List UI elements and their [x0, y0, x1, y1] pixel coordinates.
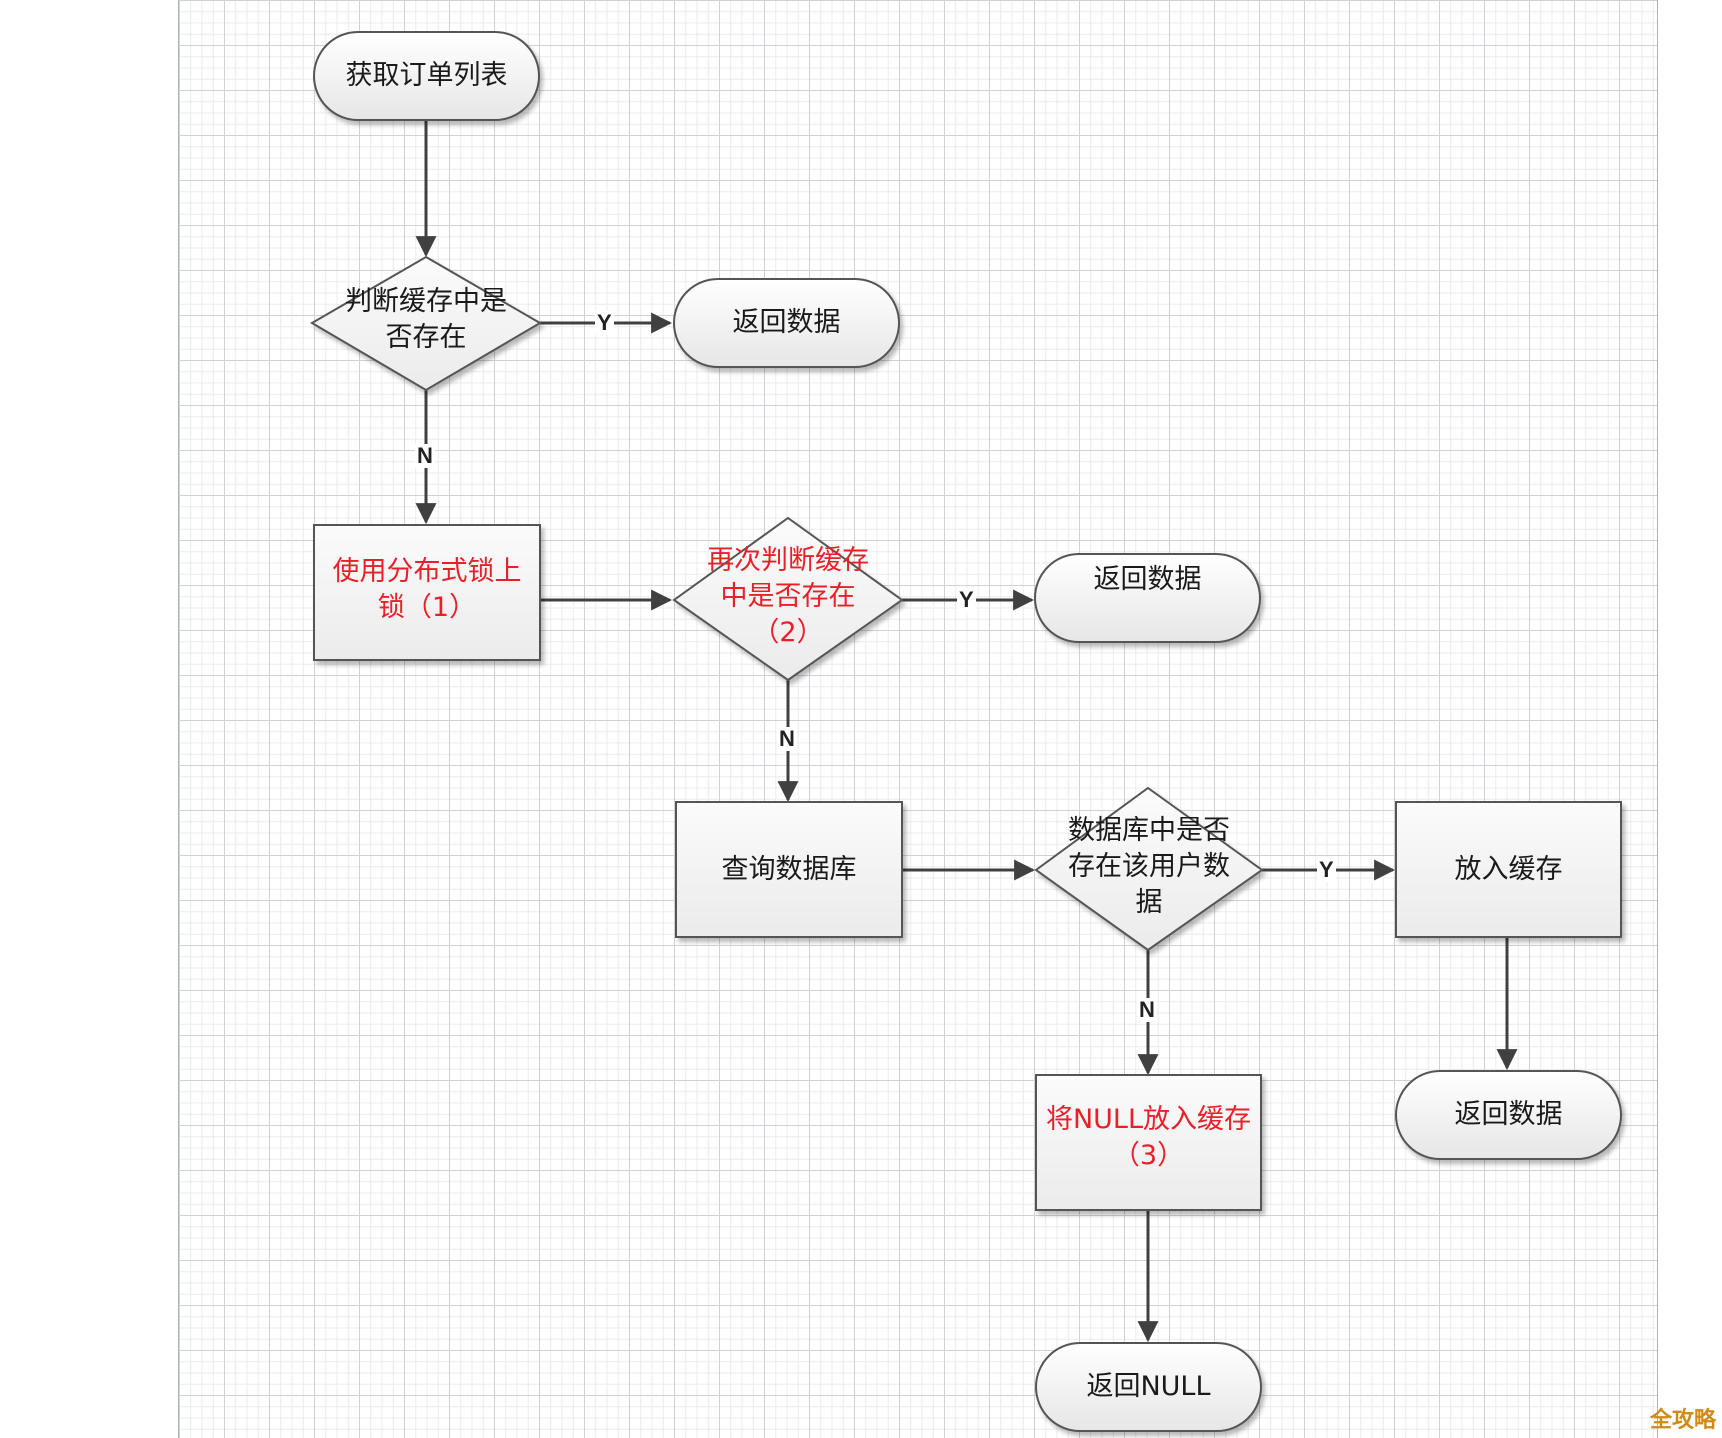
put-cache-label: 放入缓存: [1454, 853, 1563, 885]
check-db-decision: [1034, 786, 1264, 952]
no-label-1: N: [415, 443, 435, 468]
return-data-1-label: 返回数据: [732, 307, 841, 338]
return-null-terminal: [1035, 1342, 1262, 1432]
check-cache-2-label: 再次判断缓存 中是否存在 （2）: [707, 545, 869, 648]
yes-label-1: Y: [595, 310, 614, 335]
check-db-label: 数据库中是否 存在该用户数 据: [1068, 815, 1230, 918]
return-data-3-terminal: [1395, 1070, 1622, 1160]
query-db-process: [675, 801, 903, 938]
no-label-2: N: [777, 726, 797, 751]
return-data-2-terminal: [1034, 553, 1261, 643]
return-data-3-label: 返回数据: [1454, 1099, 1563, 1130]
start-label: 获取订单列表: [345, 60, 508, 91]
check-cache-1-decision: [310, 255, 542, 392]
check-cache-2-decision: [672, 516, 904, 682]
yes-label-2: Y: [957, 587, 976, 612]
lock-process: [313, 524, 541, 661]
lock-label: 使用分布式锁上 锁（1）: [332, 556, 522, 623]
query-db-label: 查询数据库: [721, 853, 857, 885]
start-terminal: [313, 31, 540, 121]
return-data-2-label: 返回数据: [1093, 564, 1202, 595]
yes-label-3: Y: [1317, 857, 1336, 882]
put-null-label: 将NULL放入缓存 （3）: [1045, 1104, 1252, 1171]
no-label-3: N: [1137, 997, 1157, 1022]
return-data-1-terminal: [673, 278, 900, 368]
put-cache-process: [1395, 801, 1622, 938]
put-null-process: [1035, 1074, 1262, 1211]
check-cache-1-label: 判断缓存中是 否存在: [345, 286, 507, 353]
watermark-logo: 全攻略: [1649, 1408, 1716, 1433]
return-null-label: 返回NULL: [1086, 1371, 1211, 1402]
